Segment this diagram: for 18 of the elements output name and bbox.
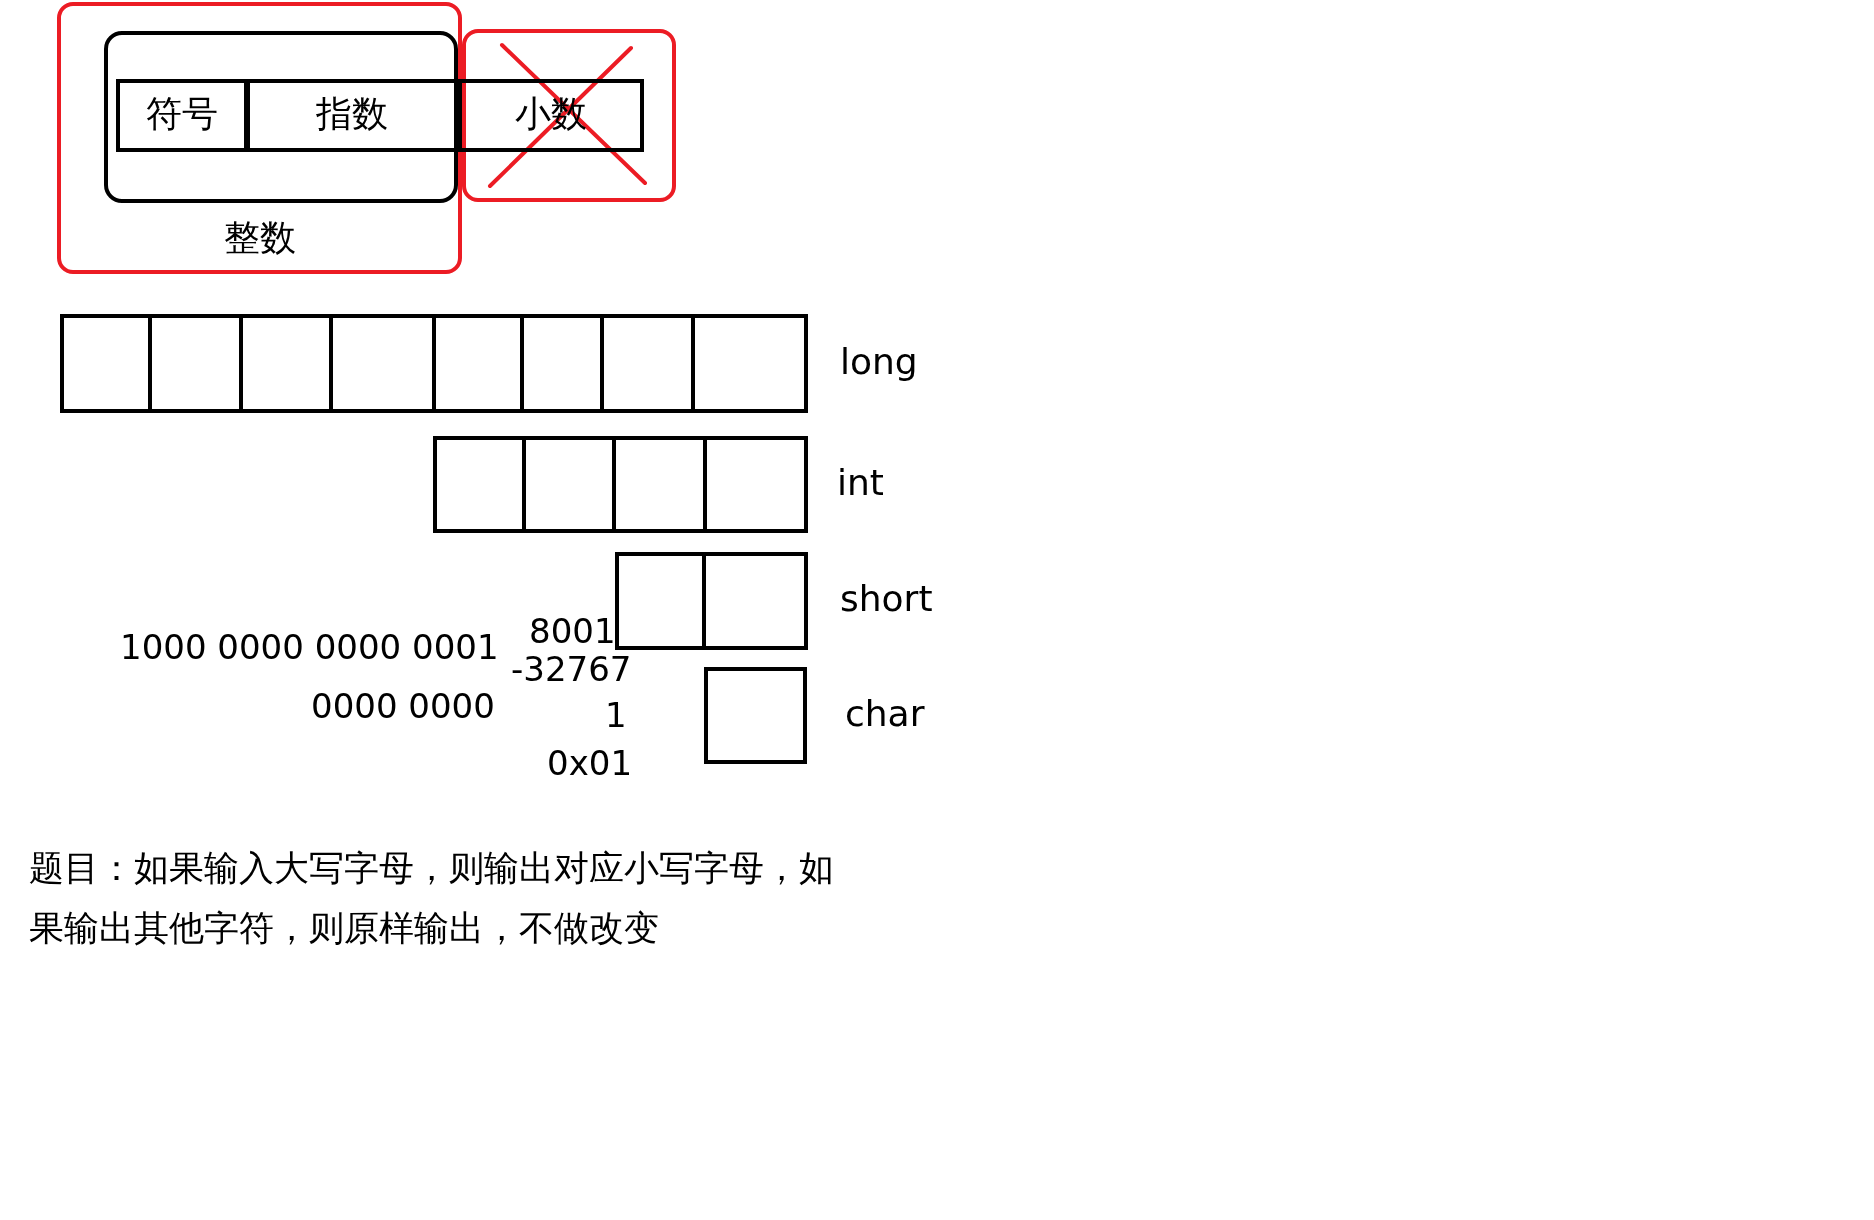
value-label: -32767: [511, 652, 632, 686]
value-label: 0000 0000: [311, 689, 495, 723]
value-label: 8001: [529, 614, 616, 648]
field-cell: [116, 79, 248, 152]
type-label: int: [837, 464, 884, 501]
field-label: 符号: [146, 95, 218, 132]
type-label: char: [845, 695, 925, 732]
value-label: 0x01: [547, 746, 633, 780]
rounded-frame: [104, 31, 458, 203]
integer-group-frame: [57, 2, 462, 274]
value-label: 1000 0000 0000 0001: [120, 630, 499, 664]
question-text: 题目：如果输入大写字母，则输出对应小写字母，如果输出其他字符，则原样输出，不做改变: [29, 847, 835, 950]
group-label: 整数: [223, 220, 296, 256]
field-label: 指数: [316, 95, 388, 132]
value-label: 1: [605, 698, 627, 732]
field-cell: [458, 79, 644, 152]
type-label: long: [840, 343, 918, 380]
type-label: short: [840, 581, 933, 617]
